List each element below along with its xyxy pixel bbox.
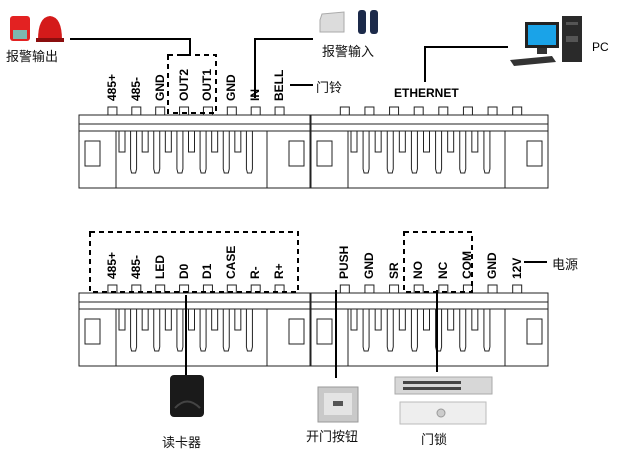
power-label: 电源 xyxy=(552,258,579,273)
bottom-right-pin-label: GND xyxy=(361,252,376,279)
wire-alarm-output xyxy=(70,38,191,56)
bottom-right-pin-label: GND xyxy=(485,252,500,279)
connector-bottom-right xyxy=(310,284,549,367)
terminal-pin xyxy=(462,284,473,294)
bottom-right-pin-label: NO xyxy=(411,261,426,279)
terminal-pin xyxy=(512,106,523,116)
top-left-pin-label: OUT1 xyxy=(200,68,215,101)
terminal-pin xyxy=(413,106,424,116)
connector-top-left xyxy=(78,106,311,189)
terminal-pin xyxy=(226,106,237,116)
terminal-pin xyxy=(364,284,375,294)
card-reader-icon xyxy=(170,375,204,417)
wire-ethernet xyxy=(424,46,508,82)
terminal-pin xyxy=(364,106,375,116)
bottom-right-pin-label: COM xyxy=(460,251,475,279)
terminal-pin xyxy=(438,106,449,116)
bottom-right-pin-label: SR xyxy=(386,262,401,279)
connector-bottom-left xyxy=(78,284,311,367)
terminal-pin xyxy=(107,106,118,116)
terminal-pin xyxy=(487,106,498,116)
top-left-pin-label: 485+ xyxy=(104,73,119,101)
terminal-pin xyxy=(274,284,285,294)
bottom-left-pin-label: D1 xyxy=(200,263,215,279)
group-outputs xyxy=(167,54,217,114)
group-relay-pins xyxy=(403,231,473,293)
doorbell-label: 门铃 xyxy=(316,81,343,96)
bottom-left-pin-label: R+ xyxy=(272,263,287,279)
terminal-pin xyxy=(202,284,213,294)
group-reader-pins xyxy=(89,231,299,293)
terminal-pin xyxy=(250,106,261,116)
door-lock-label: 门锁 xyxy=(421,433,448,448)
top-left-pin-label: GND xyxy=(224,74,239,101)
top-left-pin-label: OUT2 xyxy=(176,68,191,101)
exit-button-label: 开门按钮 xyxy=(306,430,359,445)
alarm-output-label: 报警输出 xyxy=(6,50,59,65)
bottom-left-pin-label: R- xyxy=(248,266,263,279)
bottom-right-pin-label: 12V xyxy=(509,257,524,279)
terminal-pin xyxy=(131,106,142,116)
bottom-right-pin-label: PUSH xyxy=(337,245,352,279)
terminal-pin xyxy=(131,284,142,294)
alarm-input-label: 报警输入 xyxy=(322,45,375,60)
bottom-left-pin-label: 485+ xyxy=(104,251,119,279)
pc-label: PC xyxy=(592,40,609,54)
pc-icon xyxy=(510,16,582,66)
bottom-left-pin-label: CASE xyxy=(224,245,239,279)
terminal-pin xyxy=(389,106,400,116)
terminal-pin xyxy=(155,106,166,116)
exit-button-icon xyxy=(317,386,359,423)
alarm-sensor-icon xyxy=(319,10,378,34)
bottom-right-pin-label: NC xyxy=(435,261,450,279)
terminal-pin xyxy=(462,106,473,116)
terminal-pin xyxy=(179,106,190,116)
bottom-left-pin-label: D0 xyxy=(176,263,191,279)
bottom-left-pin-label: 485- xyxy=(128,254,143,279)
top-left-pin-label: BELL xyxy=(272,69,287,101)
terminal-pin xyxy=(487,284,498,294)
ethernet-label: ETHERNET xyxy=(394,86,459,100)
terminal-pin xyxy=(339,284,350,294)
bottom-left-pin-label: LED xyxy=(152,255,167,279)
top-left-pin-label: IN xyxy=(248,89,263,101)
top-left-pin-label: GND xyxy=(152,74,167,101)
alarm-siren-icon xyxy=(10,16,64,42)
terminal-pin xyxy=(389,284,400,294)
card-reader-label: 读卡器 xyxy=(162,436,202,451)
top-left-pin-label: 485- xyxy=(128,76,143,101)
terminal-pin xyxy=(512,284,523,294)
door-lock-icon xyxy=(394,376,493,425)
wire-alarm-input xyxy=(254,38,313,98)
terminal-pin xyxy=(339,106,350,116)
connector-top-right xyxy=(310,106,549,189)
terminal-pin xyxy=(202,106,213,116)
terminal-pin xyxy=(274,106,285,116)
